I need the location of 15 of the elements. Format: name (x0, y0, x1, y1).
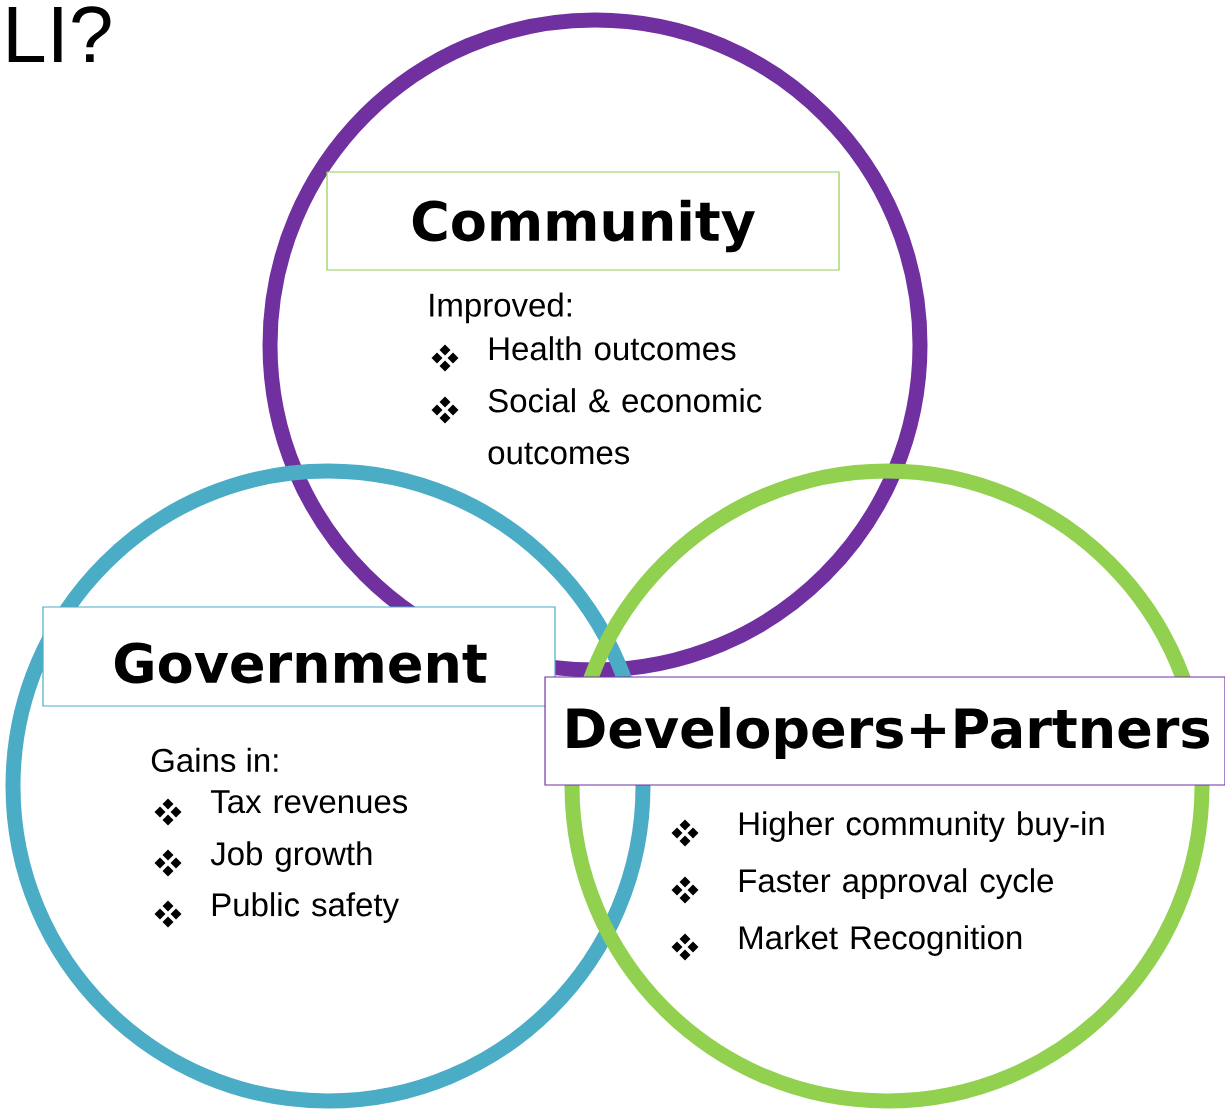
bullet-text: Social & economic outcomes (488, 388, 762, 465)
bullet-text: Faster approval cycle (739, 868, 1053, 899)
bullet-text: Market Recognition (739, 925, 1022, 956)
bullet-text: Health outcomes (489, 336, 736, 361)
bullet-text: Job growth (210, 841, 372, 872)
bullet-text: Higher community buy-in (739, 811, 1104, 842)
heading-box: Community (326, 171, 840, 271)
intro-text: Gains in: (151, 747, 278, 773)
heading-box: Developers+Partners (544, 676, 1225, 786)
venn-circle (564, 463, 1210, 1109)
bullet-text: Public safety (212, 892, 400, 923)
intro-text: Improved: (430, 292, 571, 324)
heading-box: Government (42, 606, 556, 707)
title-fragment: LI? (8, 6, 111, 63)
bullet-text: Tax revenues (210, 790, 408, 814)
